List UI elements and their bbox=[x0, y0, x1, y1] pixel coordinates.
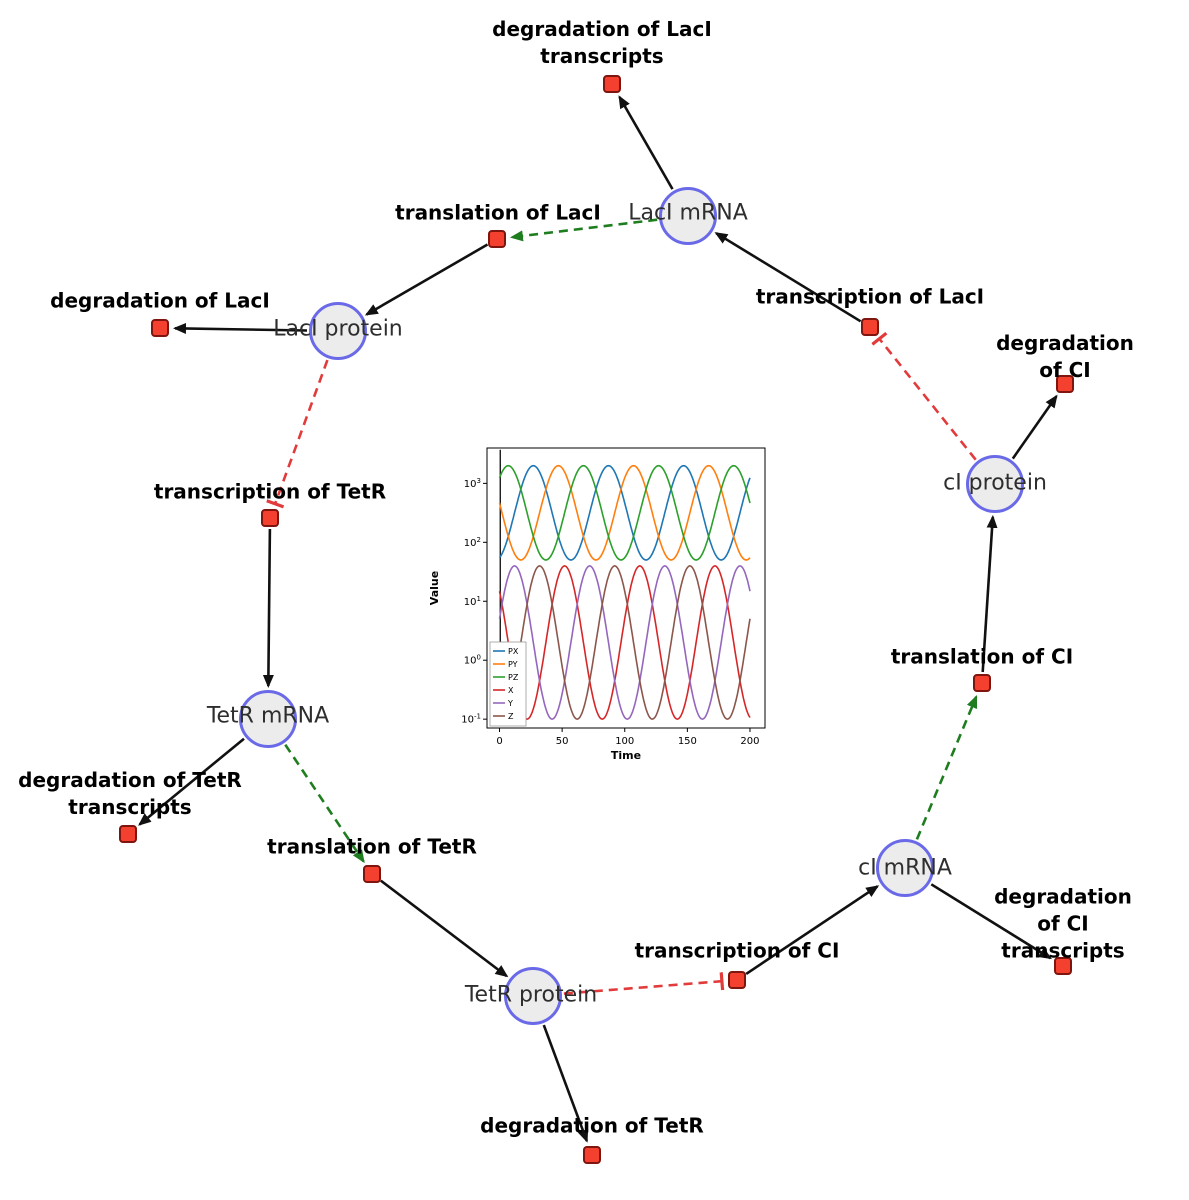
edges-group bbox=[138, 95, 1058, 1143]
x-tick-label: 100 bbox=[615, 736, 634, 747]
legend-label-PX: PX bbox=[508, 647, 519, 656]
legend-label-PY: PY bbox=[508, 660, 518, 669]
x-tick-label: 0 bbox=[496, 736, 502, 747]
plot-frame bbox=[486, 447, 766, 729]
reaction-node-transl_tetr[interactable] bbox=[363, 865, 381, 883]
edge-transcr_ci-to-ci_mrna bbox=[745, 885, 880, 975]
species-node-laci_protein[interactable] bbox=[309, 302, 367, 360]
species-label-ci_protein: cI protein bbox=[943, 470, 1047, 496]
edge-laci_protein-to-deg_laci bbox=[173, 322, 308, 334]
reaction-label-deg_ci_tx: degradation of CI transcripts bbox=[994, 884, 1132, 963]
series-PY bbox=[498, 464, 751, 561]
species-label-laci_mrna: LacI mRNA bbox=[628, 200, 748, 226]
species-node-laci_mrna[interactable] bbox=[659, 187, 717, 245]
reaction-label-transcr_ci: transcription of CI bbox=[634, 938, 840, 963]
edge-transl_ci-to-ci_protein bbox=[981, 514, 998, 673]
species-node-tetr_protein[interactable] bbox=[504, 967, 562, 1025]
x-axis-label: Time bbox=[611, 749, 641, 762]
species-node-tetr_mrna[interactable] bbox=[239, 690, 297, 748]
reaction-label-deg_laci_tx: degradation of LacI transcripts bbox=[492, 17, 712, 68]
edge-ci_protein-to-transcr_laci bbox=[871, 331, 977, 461]
series-Z bbox=[498, 565, 751, 721]
reaction-node-transcr_tetr[interactable] bbox=[261, 509, 279, 527]
species-label-tetr_mrna: TetR mRNA bbox=[206, 703, 330, 729]
reaction-node-transcr_ci[interactable] bbox=[728, 971, 746, 989]
reaction-node-deg_tetr[interactable] bbox=[583, 1146, 601, 1164]
edge-tetr_protein-to-transcr_ci bbox=[563, 972, 725, 995]
y-tick-label: 101 bbox=[464, 595, 481, 608]
y-tick-label: 103 bbox=[464, 477, 481, 490]
edge-laci_mrna-to-transl_laci bbox=[509, 218, 658, 242]
y-tick-label: 102 bbox=[464, 536, 481, 549]
y-tick-label: 10-1 bbox=[461, 713, 481, 726]
species-node-ci_mrna[interactable] bbox=[876, 839, 934, 897]
reaction-label-transcr_laci: transcription of LacI bbox=[755, 284, 985, 309]
edge-ci_mrna-to-transl_ci bbox=[915, 694, 978, 840]
reaction-node-deg_laci_tx[interactable] bbox=[603, 75, 621, 93]
reaction-node-transl_laci[interactable] bbox=[488, 230, 506, 248]
reaction-node-transcr_laci[interactable] bbox=[861, 318, 879, 336]
edge-laci_protein-to-transcr_tetr bbox=[266, 359, 329, 509]
edge-tetr_mrna-to-deg_tetr_tx bbox=[138, 737, 245, 826]
x-tick-label: 50 bbox=[556, 736, 569, 747]
reaction-label-transl_laci: translation of LacI bbox=[395, 200, 601, 225]
edge-ci_mrna-to-deg_ci_tx bbox=[930, 883, 1052, 960]
edge-transl_tetr-to-tetr_protein bbox=[380, 879, 509, 978]
reaction-node-transl_ci[interactable] bbox=[973, 674, 991, 692]
species-label-tetr_protein: TetR protein bbox=[464, 982, 598, 1008]
edge-laci_mrna-to-deg_laci_tx bbox=[618, 95, 674, 190]
y-axis-label: Value bbox=[428, 571, 441, 605]
x-tick-label: 150 bbox=[678, 736, 697, 747]
reaction-label-deg_tetr_tx: degradation of TetR transcripts bbox=[18, 768, 242, 819]
reaction-label-transcr_tetr: transcription of TetR bbox=[153, 479, 387, 504]
reaction-label-deg_ci: degradation of CI bbox=[996, 331, 1134, 382]
species-node-ci_protein[interactable] bbox=[966, 455, 1024, 513]
edge-tetr_protein-to-deg_tetr bbox=[542, 1024, 589, 1143]
legend-box bbox=[489, 641, 527, 727]
series-PZ bbox=[498, 464, 751, 561]
legend-label-X: X bbox=[508, 686, 514, 695]
edge-transl_laci-to-laci_protein bbox=[364, 243, 489, 316]
series-Y bbox=[498, 565, 751, 721]
reaction-label-transl_tetr: translation of TetR bbox=[267, 834, 477, 859]
reaction-label-transl_ci: translation of CI bbox=[890, 644, 1074, 669]
reaction-label-deg_laci: degradation of LacI bbox=[50, 288, 270, 313]
x-tick-label: 200 bbox=[740, 736, 759, 747]
edge-transcr_tetr-to-tetr_mrna bbox=[262, 528, 274, 688]
reaction-node-deg_tetr_tx[interactable] bbox=[119, 825, 137, 843]
legend-label-Y: Y bbox=[507, 699, 513, 708]
series-X bbox=[498, 565, 751, 721]
species-label-ci_mrna: cI mRNA bbox=[858, 855, 952, 881]
reaction-node-deg_laci[interactable] bbox=[151, 319, 169, 337]
reaction-node-deg_ci_tx[interactable] bbox=[1054, 957, 1072, 975]
edge-ci_protein-to-deg_ci bbox=[1011, 394, 1058, 460]
legend-label-Z: Z bbox=[508, 712, 514, 721]
legend-label-PZ: PZ bbox=[508, 673, 519, 682]
reaction-label-deg_tetr: degradation of TetR bbox=[480, 1113, 704, 1138]
edge-tetr_mrna-to-transl_tetr bbox=[284, 743, 365, 864]
species-label-laci_protein: LacI protein bbox=[273, 316, 403, 342]
edge-transcr_laci-to-laci_mrna bbox=[714, 232, 862, 323]
y-tick-label: 100 bbox=[464, 654, 481, 667]
reaction-node-deg_ci[interactable] bbox=[1056, 375, 1074, 393]
